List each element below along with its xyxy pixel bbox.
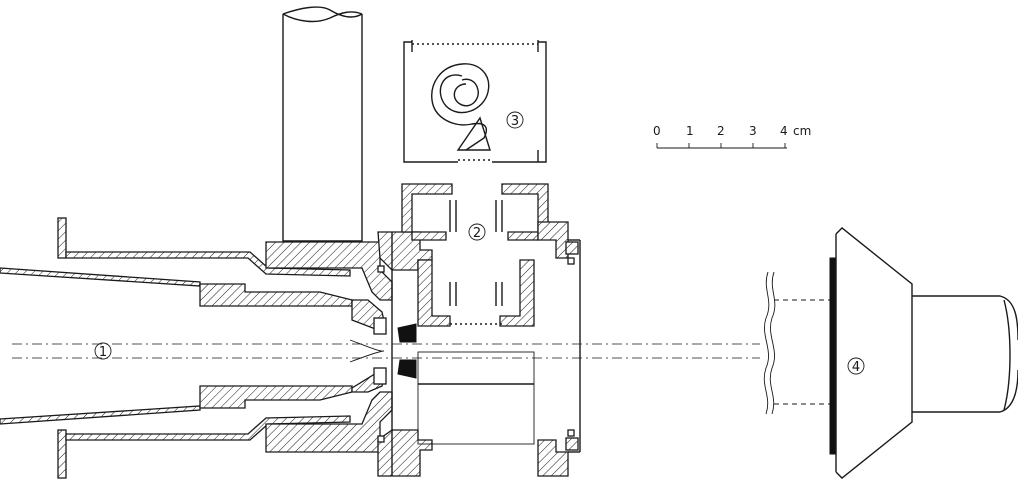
label-tube-text: 1 — [99, 345, 107, 360]
aperture-blocks — [373, 317, 417, 385]
label-chamber-text: 2 — [473, 226, 481, 241]
label-chamber: 2 — [468, 223, 486, 241]
collimator-chamber — [377, 183, 581, 477]
vertical-pipe — [282, 6, 363, 242]
label-detector: 4 — [847, 357, 865, 375]
source-box — [403, 40, 547, 163]
scale-tick-2: 2 — [717, 124, 725, 138]
detector — [763, 227, 1018, 479]
label-source-text: 3 — [511, 114, 519, 129]
central-housing — [265, 231, 433, 477]
scale-tick-3: 3 — [749, 124, 757, 138]
scale-tick-0: 0 — [653, 124, 661, 138]
outer-tube — [65, 251, 351, 441]
label-tube: 1 — [94, 342, 112, 360]
left-wall — [57, 217, 67, 479]
inner-cone-tube — [0, 267, 353, 425]
scale-unit: cm — [793, 124, 811, 138]
scale-tick-4: 4 — [780, 124, 788, 138]
label-source: 3 — [506, 111, 524, 129]
label-detector-text: 4 — [852, 360, 860, 375]
scale-tick-1: 1 — [686, 124, 694, 138]
beam-axis — [12, 339, 760, 363]
scale-bar: 0 1 2 3 4 cm — [653, 124, 811, 149]
